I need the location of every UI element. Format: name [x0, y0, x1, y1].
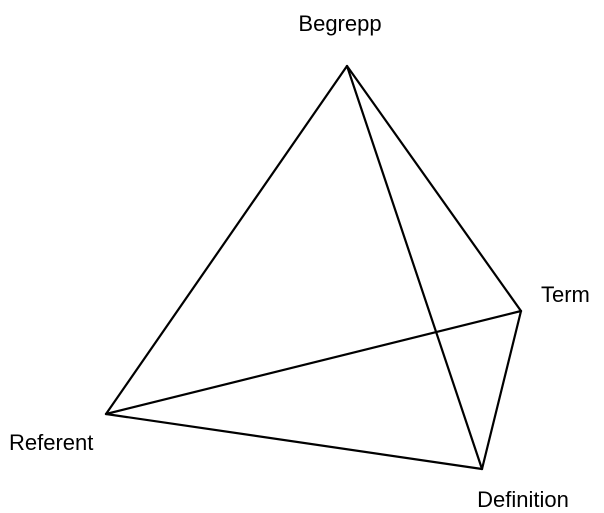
- edge-term-definition: [480, 309, 523, 471]
- edge-begrepp-referent: [104, 64, 349, 416]
- label-referent: Referent: [9, 430, 93, 455]
- edge-begrepp-definition: [345, 64, 484, 471]
- edge-referent-term: [104, 309, 523, 416]
- label-term: Term: [541, 282, 590, 307]
- edge-begrepp-term: [345, 64, 523, 313]
- edge-referent-definition: [104, 412, 484, 471]
- label-begrepp: Begrepp: [298, 11, 381, 36]
- label-definition: Definition: [477, 487, 569, 512]
